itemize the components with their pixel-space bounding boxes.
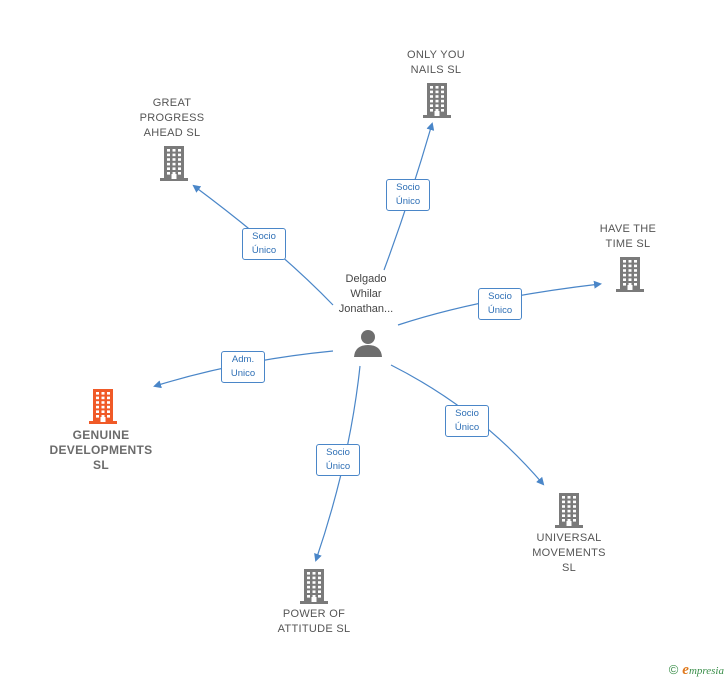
brand-name: mpresia — [688, 665, 724, 677]
edge-label-genuine: Adm. Unico — [221, 351, 265, 383]
building-icon[interactable] — [421, 82, 453, 118]
building-icon[interactable] — [553, 492, 585, 528]
person-icon[interactable] — [353, 328, 383, 358]
company-label-great[interactable]: GREAT PROGRESS AHEAD SL — [139, 97, 205, 139]
edge-label-great: Socio Único — [242, 228, 286, 260]
edge-label-onlyyou: Socio Único — [386, 179, 430, 211]
edge-label-power: Socio Único — [316, 444, 360, 476]
building-icon[interactable] — [87, 388, 119, 424]
person-name[interactable]: Delgado Whilar Jonathan... — [338, 273, 394, 315]
copyright-icon: © — [668, 662, 679, 677]
company-label-onlyyou[interactable]: ONLY YOU NAILS SL — [406, 49, 466, 76]
footer-brand: ©empresia — [669, 662, 724, 679]
company-label-power[interactable]: POWER OF ATTITUDE SL — [277, 608, 351, 635]
company-label-havetime[interactable]: HAVE THE TIME SL — [599, 223, 657, 250]
building-icon[interactable] — [158, 145, 190, 181]
brand-initial: e — [682, 662, 689, 678]
building-icon[interactable] — [298, 568, 330, 604]
edge-label-havetime: Socio Único — [478, 288, 522, 320]
building-icon[interactable] — [614, 256, 646, 292]
edge-label-universal: Socio Único — [445, 405, 489, 437]
company-label-genuine[interactable]: GENUINE DEVELOPMENTS SL — [49, 428, 153, 472]
company-label-universal[interactable]: UNIVERSAL MOVEMENTS SL — [532, 532, 606, 574]
